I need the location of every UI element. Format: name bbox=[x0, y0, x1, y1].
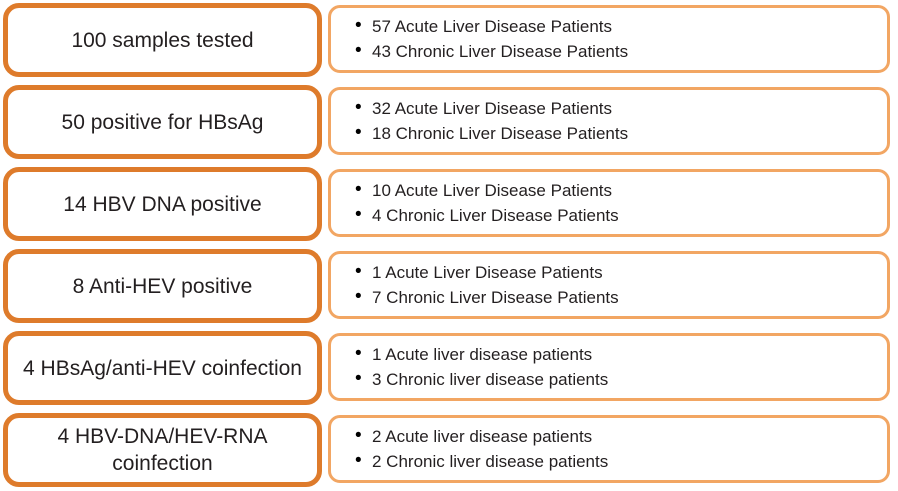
detail-item: 1 Acute liver disease patients bbox=[355, 341, 887, 367]
detail-box: 2 Acute liver disease patients 2 Chronic… bbox=[328, 415, 890, 483]
stage-label: 4 HBV-DNA/HEV-RNA coinfection bbox=[57, 425, 268, 475]
stage-box: 100 samples tested bbox=[3, 3, 322, 77]
detail-box: 10 Acute Liver Disease Patients 4 Chroni… bbox=[328, 169, 890, 237]
detail-list: 57 Acute Liver Disease Patients 43 Chron… bbox=[355, 13, 887, 64]
detail-box: 57 Acute Liver Disease Patients 43 Chron… bbox=[328, 5, 890, 73]
stage-box: 8 Anti-HEV positive bbox=[3, 249, 322, 323]
flow-row: 1 Acute liver disease patients 3 Chronic… bbox=[0, 328, 898, 410]
detail-item: 18 Chronic Liver Disease Patients bbox=[355, 120, 887, 146]
detail-list: 1 Acute liver disease patients 3 Chronic… bbox=[355, 341, 887, 392]
stage-box: 14 HBV DNA positive bbox=[3, 167, 322, 241]
detail-item: 3 Chronic liver disease patients bbox=[355, 366, 887, 392]
detail-item: 4 Chronic Liver Disease Patients bbox=[355, 202, 887, 228]
flow-row: 2 Acute liver disease patients 2 Chronic… bbox=[0, 410, 898, 491]
detail-box: 32 Acute Liver Disease Patients 18 Chron… bbox=[328, 87, 890, 155]
stage-label: 4 HBsAg/anti-HEV coinfection bbox=[23, 356, 302, 380]
detail-item: 1 Acute Liver Disease Patients bbox=[355, 259, 887, 285]
detail-item: 57 Acute Liver Disease Patients bbox=[355, 13, 887, 39]
flow-row: 57 Acute Liver Disease Patients 43 Chron… bbox=[0, 0, 898, 82]
detail-list: 10 Acute Liver Disease Patients 4 Chroni… bbox=[355, 177, 887, 228]
detail-list: 2 Acute liver disease patients 2 Chronic… bbox=[355, 423, 887, 474]
stage-box: 4 HBsAg/anti-HEV coinfection bbox=[3, 331, 322, 405]
detail-box: 1 Acute liver disease patients 3 Chronic… bbox=[328, 333, 890, 401]
detail-item: 2 Acute liver disease patients bbox=[355, 423, 887, 449]
stage-label: 50 positive for HBsAg bbox=[61, 110, 264, 134]
stage-box: 4 HBV-DNA/HEV-RNA coinfection bbox=[3, 413, 322, 487]
flow-row: 32 Acute Liver Disease Patients 18 Chron… bbox=[0, 82, 898, 164]
detail-list: 32 Acute Liver Disease Patients 18 Chron… bbox=[355, 95, 887, 146]
detail-item: 2 Chronic liver disease patients bbox=[355, 448, 887, 474]
detail-item: 43 Chronic Liver Disease Patients bbox=[355, 38, 887, 64]
stage-label: 14 HBV DNA positive bbox=[63, 192, 262, 216]
stage-label: 8 Anti-HEV positive bbox=[72, 274, 253, 298]
flow-row: 10 Acute Liver Disease Patients 4 Chroni… bbox=[0, 164, 898, 246]
detail-item: 7 Chronic Liver Disease Patients bbox=[355, 284, 887, 310]
flow-row: 1 Acute Liver Disease Patients 7 Chronic… bbox=[0, 246, 898, 328]
detail-box: 1 Acute Liver Disease Patients 7 Chronic… bbox=[328, 251, 890, 319]
detail-list: 1 Acute Liver Disease Patients 7 Chronic… bbox=[355, 259, 887, 310]
stage-box: 50 positive for HBsAg bbox=[3, 85, 322, 159]
stage-label: 100 samples tested bbox=[71, 28, 254, 52]
detail-item: 10 Acute Liver Disease Patients bbox=[355, 177, 887, 203]
detail-item: 32 Acute Liver Disease Patients bbox=[355, 95, 887, 121]
